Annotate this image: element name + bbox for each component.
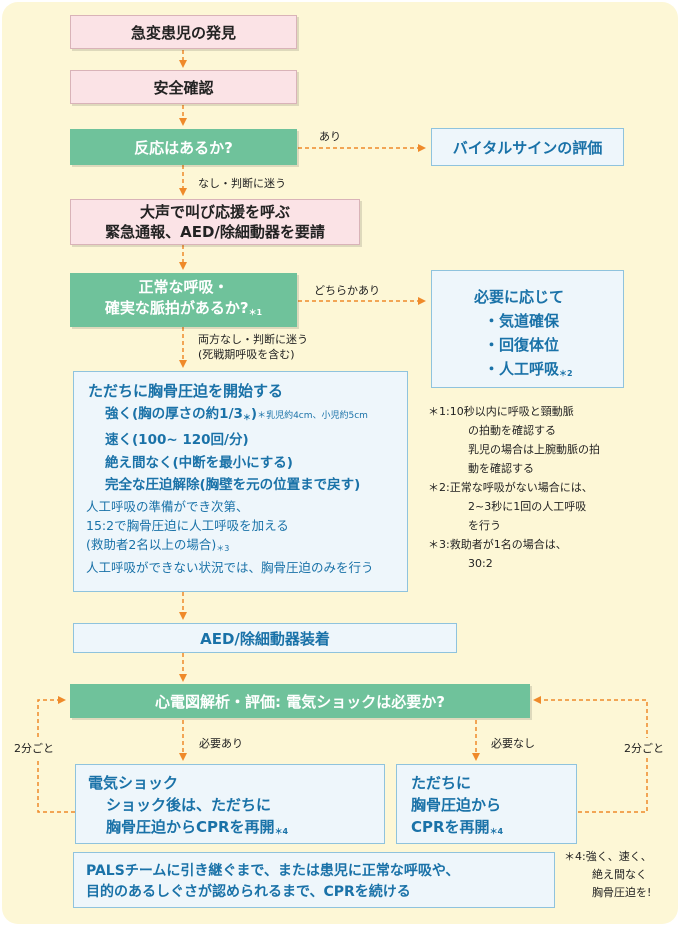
cpr-line5: 人工呼吸の準備ができ次第、 xyxy=(86,498,249,514)
footnote-4-line3: 胸骨圧迫を! xyxy=(592,886,652,899)
cpr-continuous: 絶え間なく(中断を最小にする) xyxy=(105,454,293,471)
footnote-3: ＊3:救助者が1名の場合は、 30:2 xyxy=(428,535,567,573)
label-both-none-line1: 両方なし・判断に迷う xyxy=(198,333,308,346)
footnote-3-line2: 30:2 xyxy=(468,557,493,570)
breathing-line2-text: 確実な脈拍があるか? xyxy=(104,299,249,317)
aed-box: AED/除細動器装着 xyxy=(73,623,457,653)
step-call-help: 大声で叫び応援を呼ぶ 緊急通報、AED/除細動器を要請 xyxy=(70,199,360,245)
cpr-fast: 速く(100~ 120回/分) xyxy=(105,432,249,448)
cpr-line8: 人工呼吸ができない状況では、胸骨圧迫のみを行う xyxy=(86,559,374,575)
footnote-1: ＊1:10秒以内に呼吸と頸動脈 の拍動を確認する 乳児の場合は上腕動脈の拍 動を… xyxy=(428,402,600,478)
cpr-box: ただちに胸骨圧迫を開始する 強く(胸の厚さの約1/3＊)＊乳児約4cm、小児約5… xyxy=(73,371,408,592)
cpr-line7: (救助者2名以上の場合)＊3 xyxy=(86,535,407,558)
cpr-line7-text: (救助者2名以上の場合) xyxy=(86,536,217,552)
cpr-ventilation-text: 人工呼吸の準備ができ次第、 15:2で胸骨圧迫に人工呼吸を加える (救助者2名以… xyxy=(86,497,407,577)
pals-line2: 目的のあるしぐさが認められるまで、CPRを続ける xyxy=(86,884,411,900)
note-mark-1: ＊1 xyxy=(248,308,263,317)
pals-box: PALSチームに引き継ぐまで、または患児に正常な呼吸や、 目的のあるしぐさが認め… xyxy=(73,852,555,908)
breathing-line2: 確実な脈拍があるか?＊1 xyxy=(105,298,262,323)
shock-line1: 電気ショック xyxy=(88,774,179,792)
label-both-none: 両方なし・判断に迷う (死戦期呼吸を含む) xyxy=(198,332,308,362)
footnote-1-line4: 動を確認する xyxy=(468,462,534,475)
cpr-strong-text: 強く(胸の厚さの約1/3 xyxy=(105,405,243,422)
noshock-line1: ただちに xyxy=(411,774,472,792)
step-discover-patient: 急変患児の発見 xyxy=(70,15,297,49)
cpr-title: ただちに胸骨圧迫を開始する xyxy=(88,382,284,400)
footnote-4-line2: 絶え間なく xyxy=(592,868,647,881)
cpr-line6: 15:2で胸骨圧迫に人工呼吸を加える xyxy=(86,517,289,533)
footnote-4: ＊4:強く、速く、 絶え間なく 胸骨圧迫を! xyxy=(564,848,652,902)
noshock-line2: 胸骨圧迫から xyxy=(411,796,502,814)
label-shock-needed: 必要あり xyxy=(199,737,243,750)
as-needed-recovery: ・回復体位 xyxy=(484,336,560,354)
note-mark-3: ＊3 xyxy=(216,543,230,553)
as-needed-airway: ・気道確保 xyxy=(484,312,560,330)
footnote-1-line3: 乳児の場合は上腕動脈の拍 xyxy=(468,443,600,456)
cpr-strong: 強く(胸の厚さの約1/3＊)＊乳児約4cm、小児約5cm xyxy=(88,403,407,430)
note-mark-2: ＊2 xyxy=(559,369,573,378)
no-shock-box: ただちに 胸骨圧迫から CPRを再開＊4 xyxy=(396,764,577,844)
call-help-line1: 大声で叫び応援を呼ぶ xyxy=(139,203,290,221)
call-help-line2: 緊急通報、AED/除細動器を要請 xyxy=(105,223,325,241)
note-mark-4a: ＊4 xyxy=(274,827,289,836)
label-every-2min-left: 2分ごと xyxy=(12,738,56,758)
shock-line2: ショック後は、ただちに xyxy=(106,796,272,814)
footnote-1-line1: ＊1:10秒以内に呼吸と頸動脈 xyxy=(428,405,574,418)
label-either: どちらかあり xyxy=(314,284,380,297)
footnote-2: ＊2:正常な呼吸がない場合には、 2~3秒に1回の人工呼吸 を行う xyxy=(428,478,593,535)
vital-sign-box: バイタルサインの評価 xyxy=(431,128,624,166)
noshock-line3-text: CPRを再開 xyxy=(411,818,490,836)
cpr-release: 完全な圧迫解除(胸壁を元の位置まで戻す) xyxy=(105,477,361,493)
cpr-strong-mark: ＊ xyxy=(242,412,251,422)
footnote-2-line1: ＊2:正常な呼吸がない場合には、 xyxy=(428,481,593,494)
step-breathing-question: 正常な呼吸・ 確実な脈拍があるか?＊1 xyxy=(70,273,297,327)
noshock-line3: CPRを再開＊4 xyxy=(411,816,576,843)
as-needed-box: 必要に応じて ・気道確保 ・回復体位 ・人工呼吸＊2 xyxy=(431,270,624,388)
footnote-4-line1: ＊4:強く、速く、 xyxy=(564,850,652,863)
label-every-2min-right: 2分ごと xyxy=(622,738,666,758)
note-mark-4b: ＊4 xyxy=(489,827,504,836)
as-needed-title: 必要に応じて xyxy=(474,288,565,306)
footnote-1-line2: の拍動を確認する xyxy=(468,424,556,437)
footnote-3-line1: ＊3:救助者が1名の場合は、 xyxy=(428,538,567,551)
as-needed-ventilation: ・人工呼吸＊2 xyxy=(432,357,623,386)
footnote-2-line2: 2~3秒に1回の人工呼吸 xyxy=(468,500,587,513)
cpr-depth-note: ＊乳児約4cm、小児約5cm xyxy=(257,410,368,421)
label-none-or-unsure: なし・判断に迷う xyxy=(198,177,286,190)
shock-line3-text: 胸骨圧迫からCPRを再開 xyxy=(106,818,275,836)
label-yes: あり xyxy=(319,130,341,143)
label-shock-not-needed: 必要なし xyxy=(491,737,535,750)
pals-line1: PALSチームに引き継ぐまで、または患児に正常な呼吸や、 xyxy=(86,863,460,879)
footnote-2-line3: を行う xyxy=(468,519,501,532)
step-response-question: 反応はあるか? xyxy=(70,129,297,165)
step-safety-check: 安全確認 xyxy=(70,70,297,104)
breathing-line1: 正常な呼吸・ xyxy=(138,278,229,296)
shock-box: 電気ショック ショック後は、ただちに 胸骨圧迫からCPRを再開＊4 xyxy=(75,764,385,844)
label-both-none-line2: (死戦期呼吸を含む) xyxy=(198,348,295,361)
ecg-question: 心電図解析・評価: 電気ショックは必要か? xyxy=(70,684,530,718)
ventilation-text: ・人工呼吸 xyxy=(484,360,560,378)
shock-line3: 胸骨圧迫からCPRを再開＊4 xyxy=(88,816,384,843)
cpr-strong-close: ) xyxy=(250,405,258,422)
